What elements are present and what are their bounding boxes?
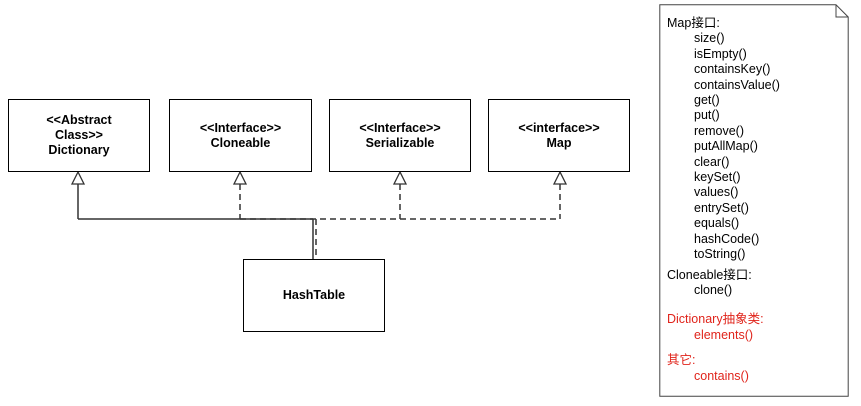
other-method-item: contains() [694, 368, 749, 383]
cloneable-methods-list: clone() [667, 283, 780, 298]
map-method-item: containsKey() [694, 62, 771, 77]
map-method-item: hashCode() [694, 231, 760, 246]
hashtable-name: HashTable [282, 288, 346, 302]
dictionary-class-box[interactable]: <<Abstract Class>> Dictionary [8, 99, 150, 172]
note-content: Map接口: size()isEmpty()containsKey()conta… [667, 16, 780, 384]
dictionary-arrowhead [70, 170, 86, 185]
serializable-name: Serializable [365, 135, 435, 150]
hashtable-class-box[interactable]: HashTable [243, 259, 385, 332]
map-method-item: keySet() [694, 170, 741, 185]
dictionary-method-item: elements() [694, 327, 754, 342]
map-method-item: clear() [694, 154, 730, 169]
cloneable-arrowhead [232, 170, 248, 185]
map-stereotype: <<interface>> [518, 120, 600, 135]
map-method-item: remove() [694, 123, 745, 138]
serializable-interface-box[interactable]: <<Interface>> Serializable [329, 99, 471, 172]
cloneable-name: Cloneable [210, 135, 271, 150]
dictionary-methods-list: elements() [667, 328, 780, 343]
other-methods-list: contains() [667, 369, 780, 384]
method-note: Map接口: size()isEmpty()containsKey()conta… [659, 4, 849, 397]
map-method-item: entrySet() [694, 200, 749, 215]
map-methods-list: size()isEmpty()containsKey()containsValu… [667, 31, 780, 262]
map-method-item: containsValue() [694, 77, 780, 92]
dictionary-methods-header: Dictionary抽象类: [667, 312, 764, 327]
cloneable-interface-box[interactable]: <<Interface>> Cloneable [169, 99, 312, 172]
cloneable-methods-header: Cloneable接口: [667, 267, 752, 282]
map-method-item: isEmpty() [694, 46, 747, 61]
other-methods-header: 其它: [667, 353, 696, 368]
dictionary-name: Dictionary [48, 143, 110, 157]
map-method-item: values() [694, 185, 739, 200]
note-shape [659, 4, 849, 397]
map-name: Map [546, 135, 572, 150]
map-arrowhead [552, 170, 568, 185]
map-method-item: toString() [694, 247, 746, 262]
map-interface-box[interactable]: <<interface>> Map [488, 99, 630, 172]
map-method-item: get() [694, 93, 720, 108]
dictionary-stereotype: <<Abstract [46, 113, 112, 127]
map-methods-header: Map接口: [667, 16, 720, 30]
serializable-stereotype: <<Interface>> [359, 120, 441, 135]
serializable-arrowhead [392, 170, 408, 185]
cloneable-method-item: clone() [694, 282, 733, 297]
map-method-item: equals() [694, 216, 740, 231]
map-method-item: putAllMap() [694, 139, 758, 154]
map-method-item: size() [694, 31, 725, 46]
map-method-item: put() [694, 108, 720, 123]
dictionary-stereotype-line2: Class>> [55, 128, 103, 142]
cloneable-stereotype: <<Interface>> [199, 120, 282, 135]
